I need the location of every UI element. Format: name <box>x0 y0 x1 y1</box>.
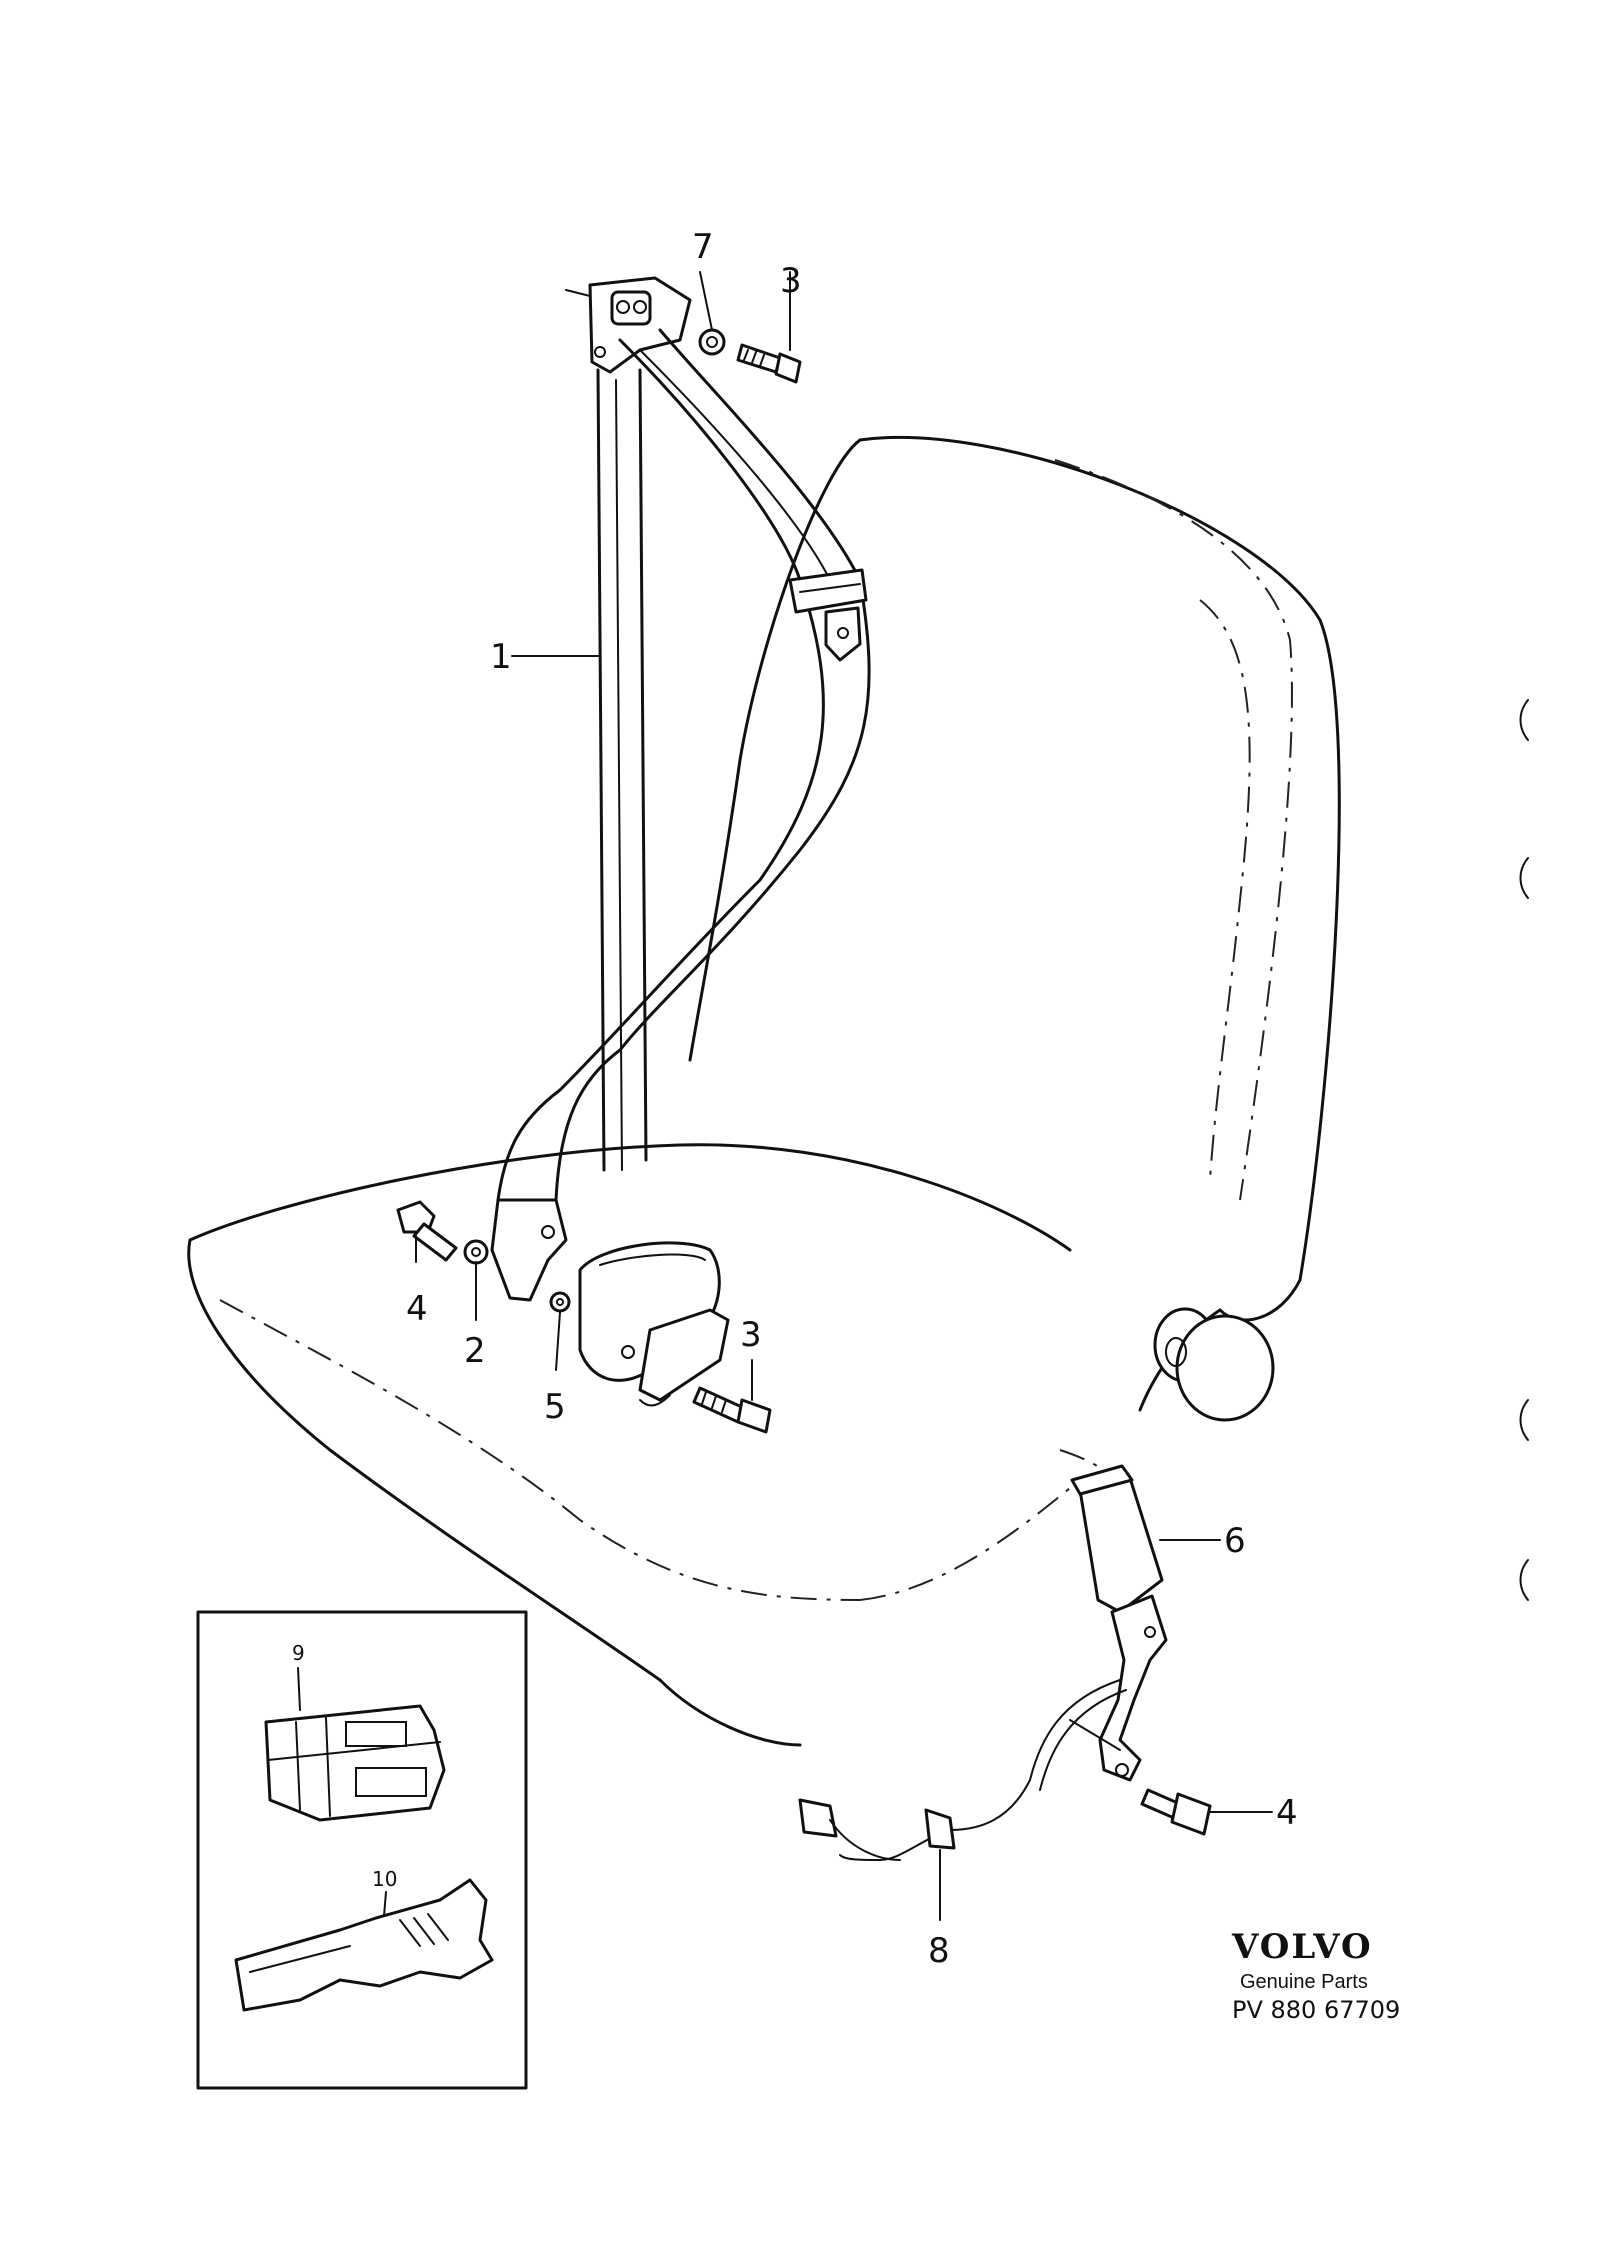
seat-backrest <box>688 435 1341 1412</box>
seat-buckle <box>1070 1464 1168 1782</box>
callout-10: 10 <box>372 1867 397 1891</box>
upper-anchor-bracket <box>565 276 692 374</box>
callout-7: 7 <box>692 227 714 267</box>
brand-subtitle: Genuine Parts <box>1240 1971 1368 1993</box>
callout-3-bottom: 3 <box>740 1315 762 1355</box>
volvo-logo-text: VOLVO <box>1231 1927 1373 1967</box>
terminal-pin <box>234 1878 494 2012</box>
belt-retractor <box>578 1241 730 1407</box>
connector-housing <box>264 1704 446 1822</box>
callout-1: 1 <box>490 637 512 677</box>
callout-8: 8 <box>928 1931 950 1971</box>
inset-connector-box: 9 10 <box>196 1610 528 2090</box>
callout-3-top: 3 <box>780 261 802 301</box>
shoulder-belt-webbing <box>496 328 871 1202</box>
callout-9: 9 <box>292 1641 305 1665</box>
pillar-rail <box>596 368 648 1172</box>
buckle-wire-harness <box>798 1679 1127 1862</box>
upper-washer <box>698 328 726 356</box>
upper-bolt <box>736 343 802 384</box>
callout-5: 5 <box>544 1387 566 1427</box>
belt-guide <box>788 568 868 662</box>
callout-2: 2 <box>464 1331 486 1371</box>
buckle-bolt <box>1140 1788 1212 1836</box>
callout-6: 6 <box>1224 1521 1246 1561</box>
leader-lines <box>415 271 1273 1921</box>
lower-left-bolt <box>396 1200 458 1262</box>
washer-5 <box>549 1291 571 1313</box>
drawing-code: PV 880 67709 <box>1232 1996 1400 2024</box>
callout-4-left: 4 <box>406 1289 428 1329</box>
seat-adjuster-knob <box>1153 1307 1275 1422</box>
callout-4-right: 4 <box>1276 1793 1298 1833</box>
lower-anchor-plate <box>490 1198 568 1302</box>
brand-block: VOLVO Genuine Parts PV 880 67709 <box>1231 1927 1400 2024</box>
binder-marks <box>1519 699 1529 1601</box>
retractor-bolt <box>692 1386 772 1434</box>
seat-cushion <box>187 1143 1121 1747</box>
washer-2 <box>463 1239 489 1265</box>
